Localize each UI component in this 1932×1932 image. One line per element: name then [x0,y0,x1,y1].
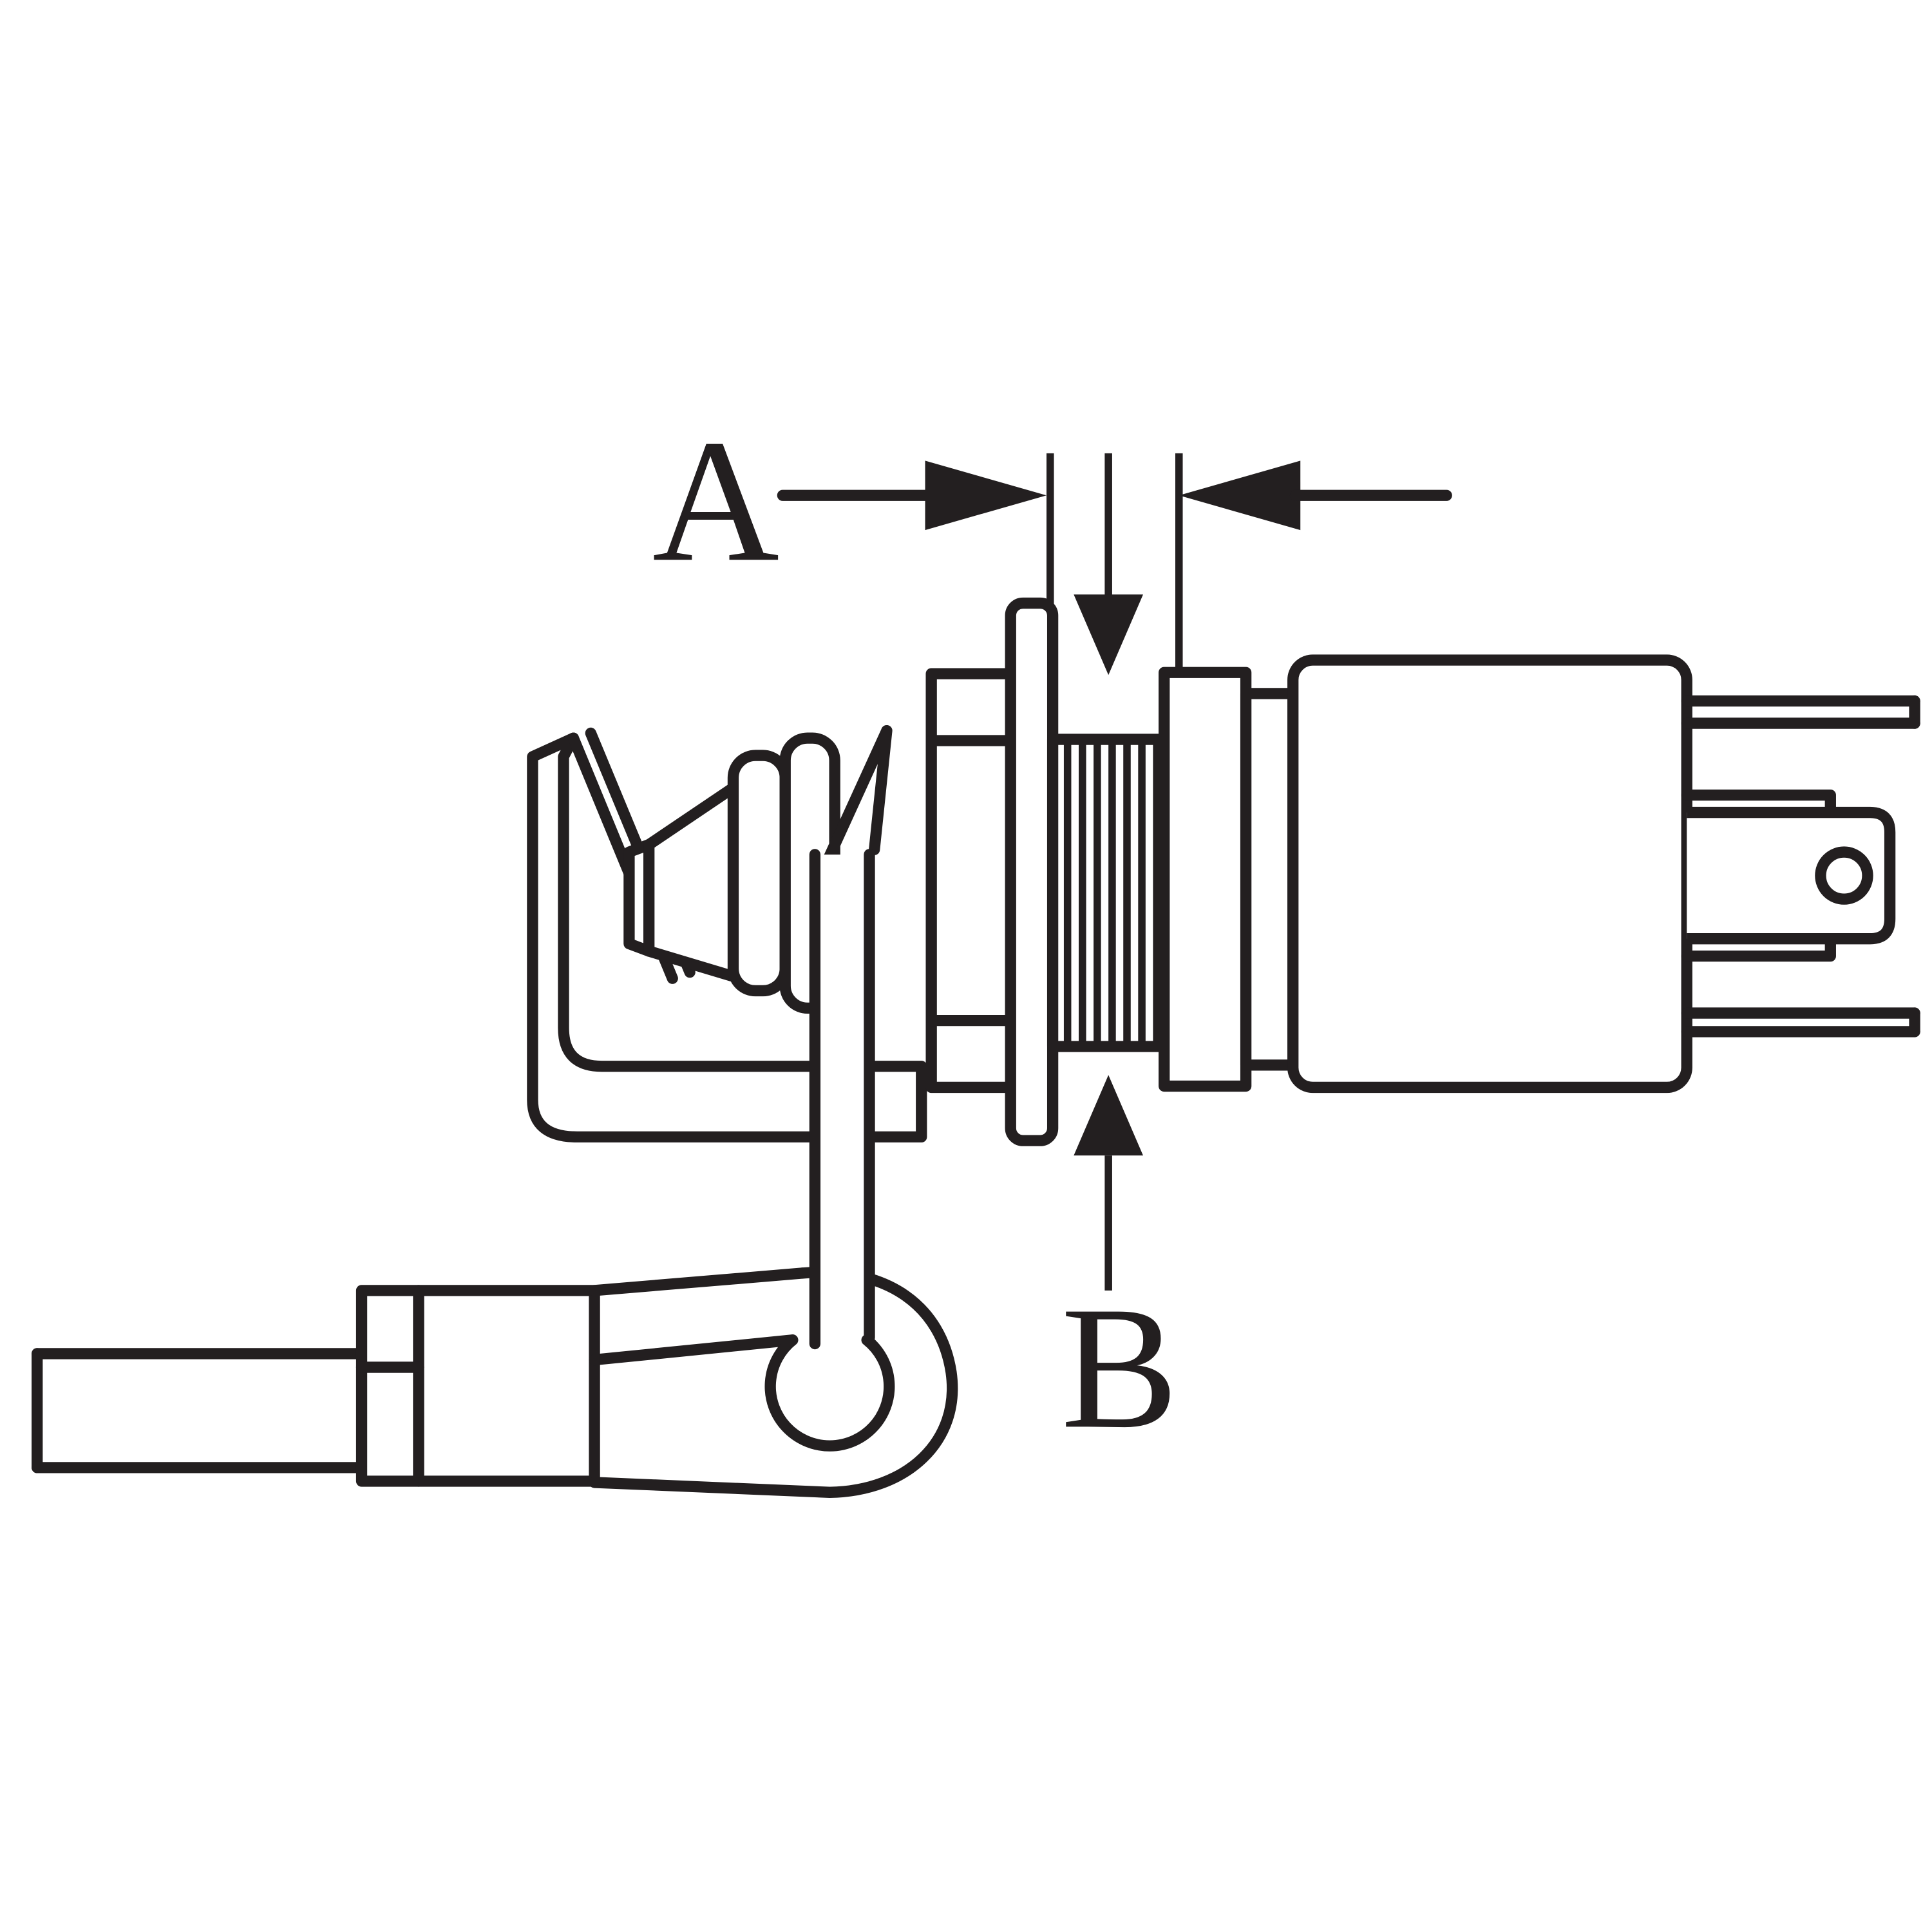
dimension-b-annotation: B [1061,453,1179,1465]
hook-tongue-top-edge [589,1267,808,1296]
hook-outer-curve [589,1267,958,1498]
dim-b-arrowhead-up [1074,1075,1143,1156]
mounting-nut [1159,667,1252,1092]
washer [1240,688,1299,1071]
terminal-blade-top [1681,695,1920,729]
switch-body [1287,654,1692,1094]
terminal-tab [1681,789,1896,962]
dim-a-arrowhead-right [1179,460,1301,531]
thread-hatching [1063,744,1160,1042]
terminal-hole [1815,846,1873,905]
switch-assembly [925,597,1692,1146]
spring-clip-edge-right [869,724,893,855]
bracket-plate [527,732,927,1143]
wire [32,1348,368,1473]
terminal-blade-bottom [1681,1007,1920,1037]
bracket-arm [809,849,875,1350]
crimp-terminal [355,1285,600,1487]
dim-b-arrowhead-down [1074,594,1143,676]
washer-disc-small [727,750,791,997]
hook-tongue-inner-edge [589,1334,799,1366]
ring-terminal-hook [589,1267,958,1498]
dim-a-arrowhead-left [925,460,1046,531]
dimension-a-annotation: A [652,404,1452,669]
wire-and-ring-terminal [32,1267,958,1498]
dim-b-label: B [1061,1271,1178,1465]
terminals [1681,695,1920,1037]
panel-flange [1005,597,1059,1146]
spring-clip-edge-left [817,724,893,878]
hook-inner-eye [764,1334,895,1452]
dim-a-label: A [652,404,779,598]
